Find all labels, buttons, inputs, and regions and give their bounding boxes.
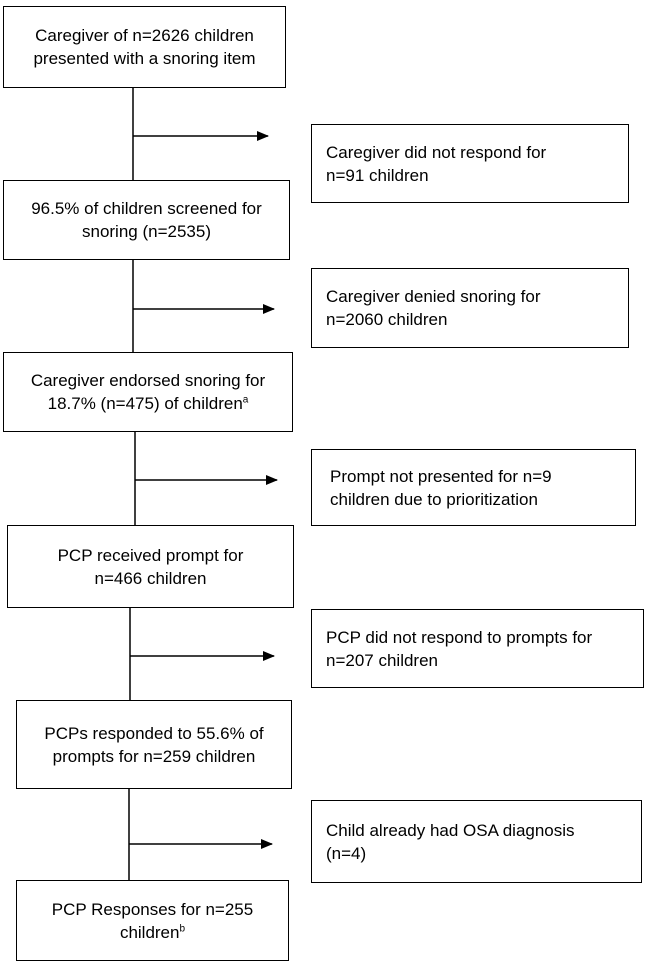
exclusion-box-2: Caregiver denied snoring for n=2060 child…: [311, 268, 629, 348]
step-2-line-1: 96.5% of children screened for: [31, 199, 262, 218]
step-5-line-1: PCPs responded to 55.6% of: [44, 723, 264, 743]
step-box-4: PCP received prompt for n=466 children: [7, 525, 294, 608]
step-box-5: PCPs responded to 55.6% of prompts for n=…: [16, 700, 292, 789]
step-box-3: Caregiver endorsed snoring for 18.7% (n=4…: [3, 352, 293, 432]
exclusion-4-line-1: PCP did not respond to prompts for: [326, 627, 593, 647]
exclusion-2-line-2: n=2060 children: [326, 310, 448, 329]
exclusion-box-3: Prompt not presented for n=9 children due…: [311, 449, 636, 526]
step-3-line-2-text: 18.7% (n=475) of children: [47, 394, 243, 413]
step-2-line-2: snoring (n=2535): [81, 222, 211, 241]
exclusion-5-line-1: Child already had OSA diagnosis: [326, 820, 575, 840]
exclusion-1-line-2: n=91 children: [326, 165, 429, 185]
step-5-line-2: prompts for n=259 children: [52, 746, 256, 766]
step-3-line-1: Caregiver endorsed snoring for: [30, 371, 266, 390]
footnote-marker-a: a: [242, 394, 249, 406]
step-6-line-1: PCP Responses for n=255: [51, 899, 254, 919]
step-4-line-2: n=466 children: [94, 568, 207, 588]
exclusion-box-5: Child already had OSA diagnosis (n=4): [311, 800, 642, 883]
exclusion-box-1: Caregiver did not respond for n=91 childr…: [311, 124, 629, 203]
step-6-line-2-text: children: [119, 922, 180, 942]
exclusion-2-line-1: Caregiver denied snoring for: [326, 287, 541, 306]
exclusion-3-line-2: children due to prioritization: [330, 489, 538, 509]
exclusion-box-4: PCP did not respond to prompts for n=207 …: [311, 609, 644, 688]
step-box-2: 96.5% of children screened for snoring (n…: [3, 180, 290, 260]
exclusion-4-line-2: n=207 children: [326, 650, 439, 670]
exclusion-1-line-1: Caregiver did not respond for: [326, 142, 547, 162]
step-4-line-1: PCP received prompt for: [57, 545, 244, 565]
exclusion-5-line-2: (n=4): [326, 843, 367, 863]
exclusion-3-line-1: Prompt not presented for n=9: [330, 466, 552, 486]
footnote-marker-b: b: [179, 922, 186, 934]
step-1-line-1: Caregiver of n=2626 children: [35, 26, 254, 45]
step-3-line-2: 18.7% (n=475) of childrena: [31, 392, 265, 415]
step-1-line-2: presented with a snoring item: [33, 49, 256, 68]
step-box-1: Caregiver of n=2626 children presented wi…: [3, 6, 286, 88]
step-6-line-2: childrenb: [52, 921, 253, 944]
